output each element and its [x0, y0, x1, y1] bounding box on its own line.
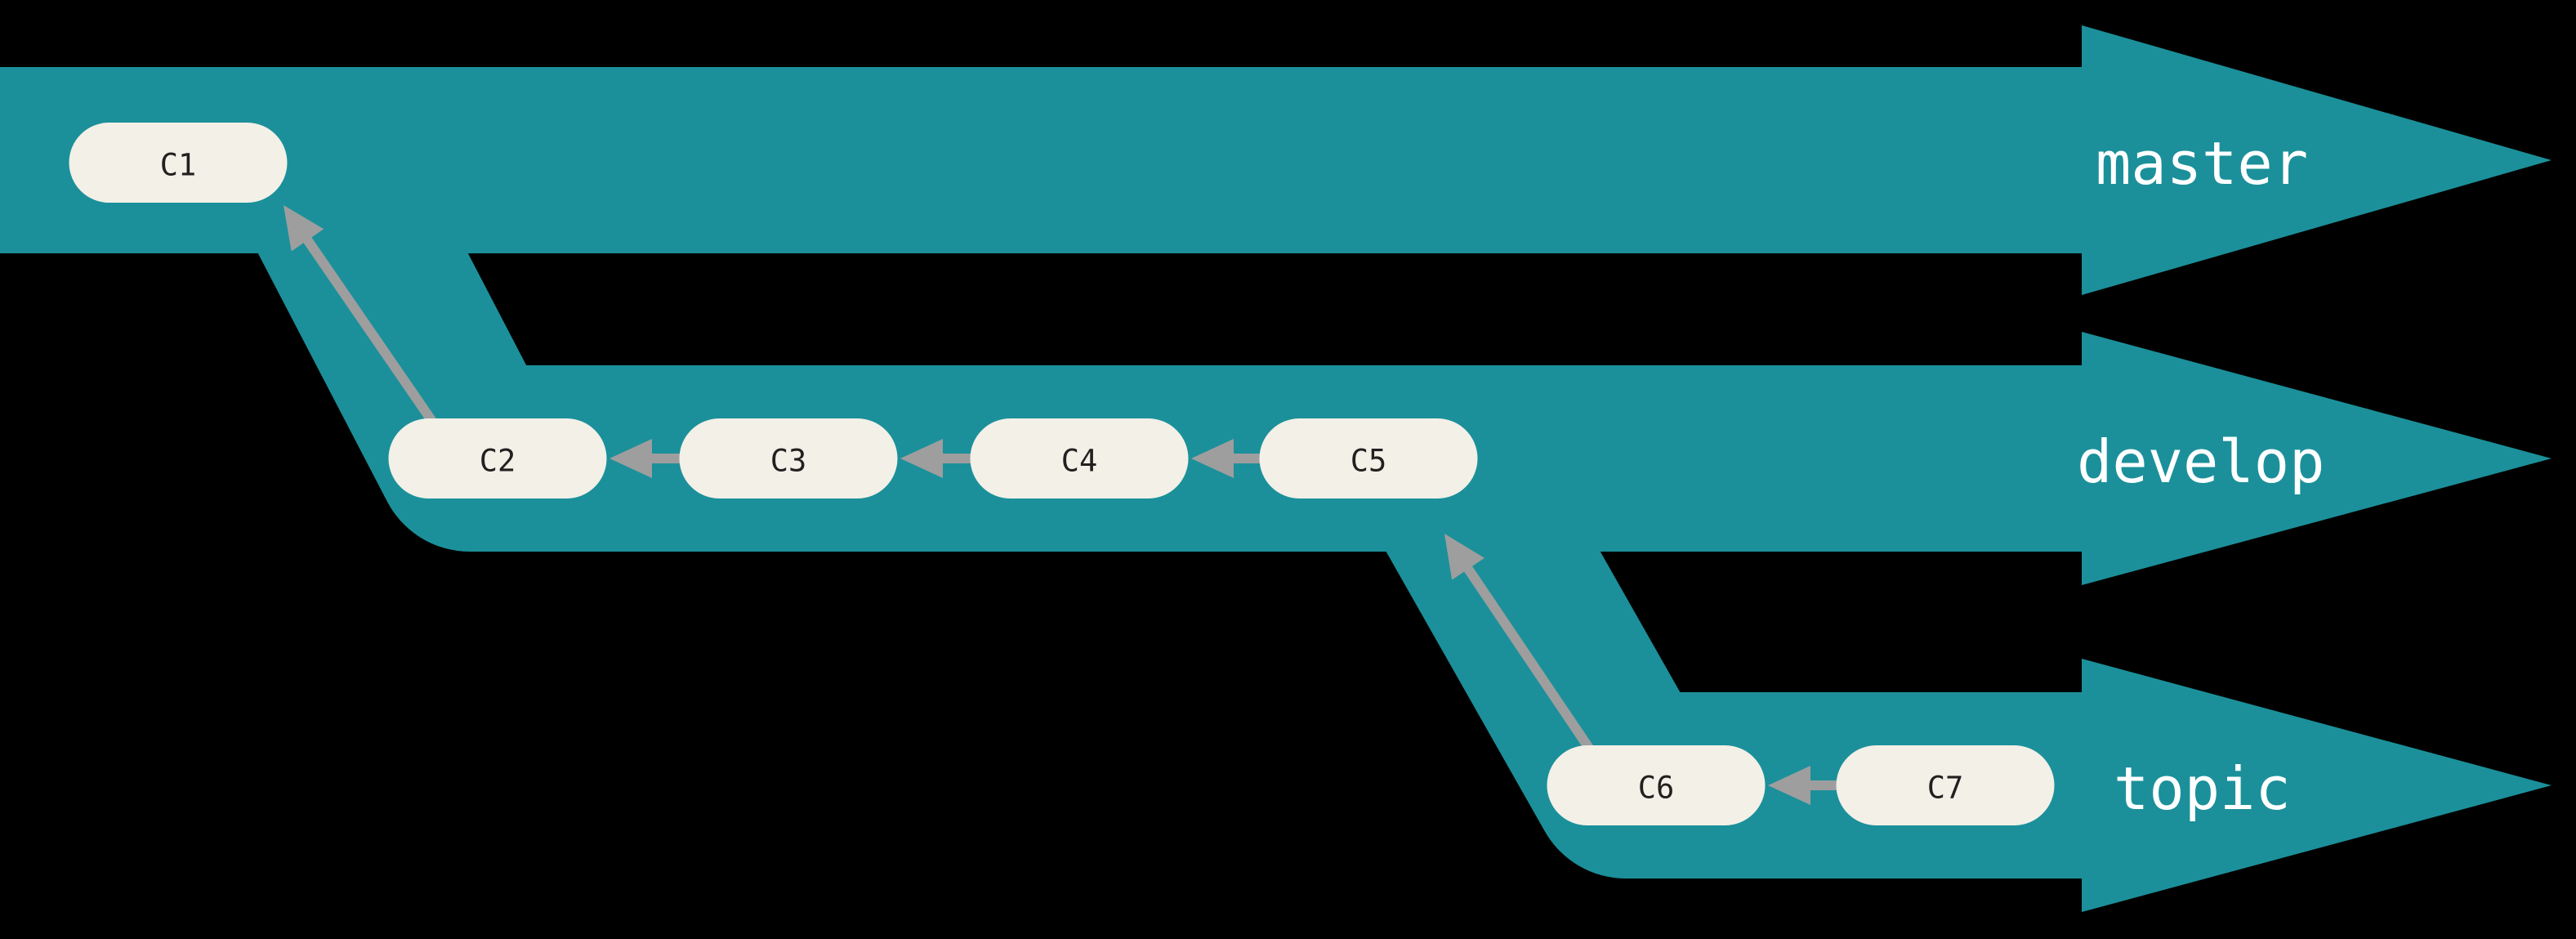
commit-node-C5 — [1259, 418, 1478, 499]
branch-label-develop: develop — [2077, 427, 2324, 496]
commit-node-C2 — [388, 418, 607, 499]
commit-node-C6 — [1547, 745, 1766, 825]
branch-arrowhead-master — [2082, 25, 2551, 295]
commit-node-C1 — [69, 123, 288, 203]
commit-label-C3: C3 — [770, 444, 807, 479]
commit-label-C1: C1 — [160, 148, 197, 183]
parent-arrowhead-C4-C3 — [900, 439, 943, 478]
parent-arrow-C6-C5 — [1460, 561, 1594, 753]
branch-arrowhead-topic — [2082, 659, 2551, 912]
commit-node-C3 — [679, 418, 898, 499]
parent-arrowhead-C7-C6 — [1768, 766, 1810, 805]
parent-arrowhead-C3-C2 — [609, 439, 652, 478]
branch-label-topic: topic — [2114, 754, 2291, 823]
commit-label-C6: C6 — [1638, 771, 1675, 806]
branch-label-master: master — [2096, 129, 2308, 198]
commit-label-C2: C2 — [480, 444, 516, 479]
commit-label-C7: C7 — [1927, 771, 1964, 806]
parent-arrowhead-C5-C4 — [1191, 439, 1234, 478]
commit-node-C7 — [1836, 745, 2055, 825]
commit-label-C4: C4 — [1061, 444, 1098, 479]
parent-arrow-C2-C1 — [299, 231, 437, 426]
commit-label-C5: C5 — [1351, 444, 1387, 479]
parent-arrowhead-C6-C5 — [1444, 534, 1484, 580]
commit-node-C4 — [970, 418, 1189, 499]
branch-arrowhead-develop — [2082, 332, 2551, 585]
parent-arrowhead-C2-C1 — [283, 205, 324, 252]
